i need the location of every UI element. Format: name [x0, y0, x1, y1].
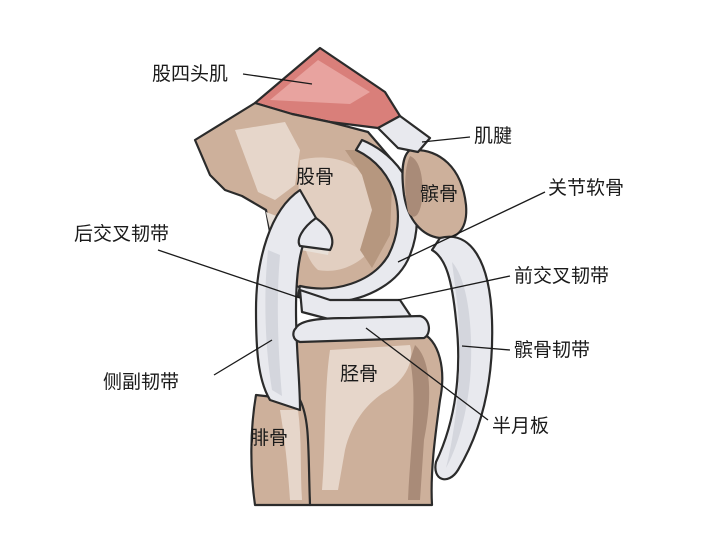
leader-meniscus — [365, 327, 489, 421]
label-fibula: 腓骨 — [250, 427, 288, 449]
label-tendon: 肌腱 — [474, 125, 512, 147]
label-collateral-ligament: 侧副韧带 — [103, 371, 179, 393]
femur-shade — [345, 150, 392, 268]
quadriceps-tendon — [376, 114, 432, 154]
label-femur: 股骨 — [296, 166, 334, 188]
leader-posterior-cruciate — [157, 249, 301, 299]
label-tibia: 胫骨 — [340, 363, 378, 385]
femur-shaft-light — [235, 122, 300, 200]
label-quadriceps: 股四头肌 — [152, 63, 228, 85]
meniscus-shape — [292, 314, 430, 344]
leader-quadriceps — [242, 73, 313, 85]
leader-anterior-cruciate — [397, 275, 511, 301]
label-anterior-cruciate: 前交叉韧带 — [514, 265, 609, 287]
label-meniscus: 半月板 — [492, 415, 549, 437]
leader-collateral-ligament — [213, 339, 273, 376]
patellar-ligament-shade — [446, 262, 472, 468]
leader-patellar-ligament — [461, 345, 511, 351]
label-posterior-cruciate: 后交叉韧带 — [74, 223, 169, 245]
collateral-ligament-shade — [265, 250, 282, 396]
leader-articular-cartilage — [397, 191, 546, 263]
patella-shade — [405, 156, 423, 217]
label-patella: 髌骨 — [420, 183, 458, 205]
posterior-cruciate-ligament-shape — [297, 216, 334, 252]
tibia-light — [322, 345, 412, 490]
tibia-shade — [408, 345, 430, 500]
label-articular-cartilage: 关节软骨 — [548, 177, 624, 199]
label-patellar-ligament: 髌骨韧带 — [514, 339, 590, 361]
quadriceps-highlight — [270, 60, 370, 104]
fibula-light — [280, 410, 302, 500]
leader-tendon — [421, 136, 471, 143]
